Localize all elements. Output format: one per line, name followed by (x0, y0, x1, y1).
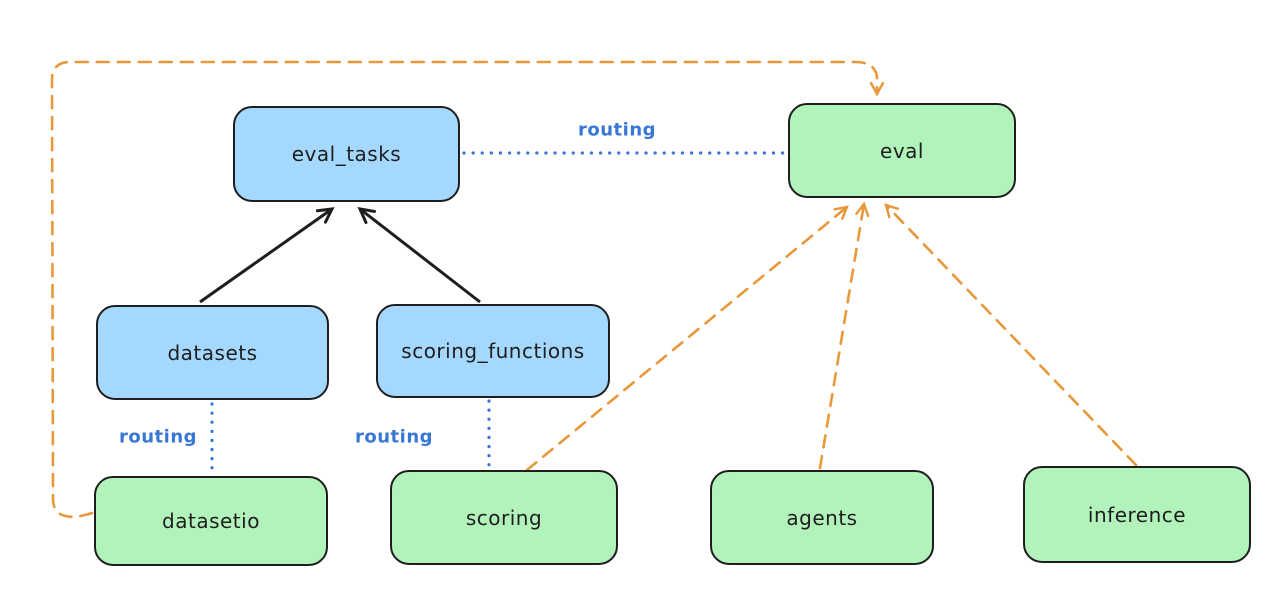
node-eval: eval (788, 103, 1016, 198)
node-scoring_functions: scoring_functions (376, 304, 610, 398)
node-inference: inference (1023, 466, 1251, 563)
node-inference-label: inference (1087, 502, 1187, 527)
edge-datasetio-to-eval (50, 60, 885, 519)
edge-inference-to-eval (884, 203, 1138, 467)
edge-scoring_functions-to-eval_tasks (357, 207, 481, 304)
node-datasetio-label: datasetio (162, 509, 260, 533)
edge-label-routing-eval: routing (577, 119, 657, 141)
edge-label-routing-scoring: routing (354, 426, 434, 448)
node-agents: agents (710, 470, 934, 565)
node-datasets-label: datasets (167, 340, 258, 365)
edge-label-routing-datasetio: routing (118, 426, 198, 448)
node-scoring: scoring (390, 470, 618, 565)
node-datasetio: datasetio (94, 476, 328, 566)
edge-agents-to-eval (818, 201, 870, 470)
node-agents-label: agents (786, 505, 858, 530)
node-scoring-label: scoring (465, 505, 543, 530)
node-eval_tasks-label: eval_tasks (291, 142, 402, 166)
node-datasets: datasets (96, 305, 329, 400)
edge-datasets-to-eval_tasks (199, 207, 335, 304)
node-eval-label: eval (880, 138, 924, 163)
node-eval_tasks: eval_tasks (233, 106, 460, 202)
node-scoring_functions-label: scoring_functions (401, 339, 585, 363)
